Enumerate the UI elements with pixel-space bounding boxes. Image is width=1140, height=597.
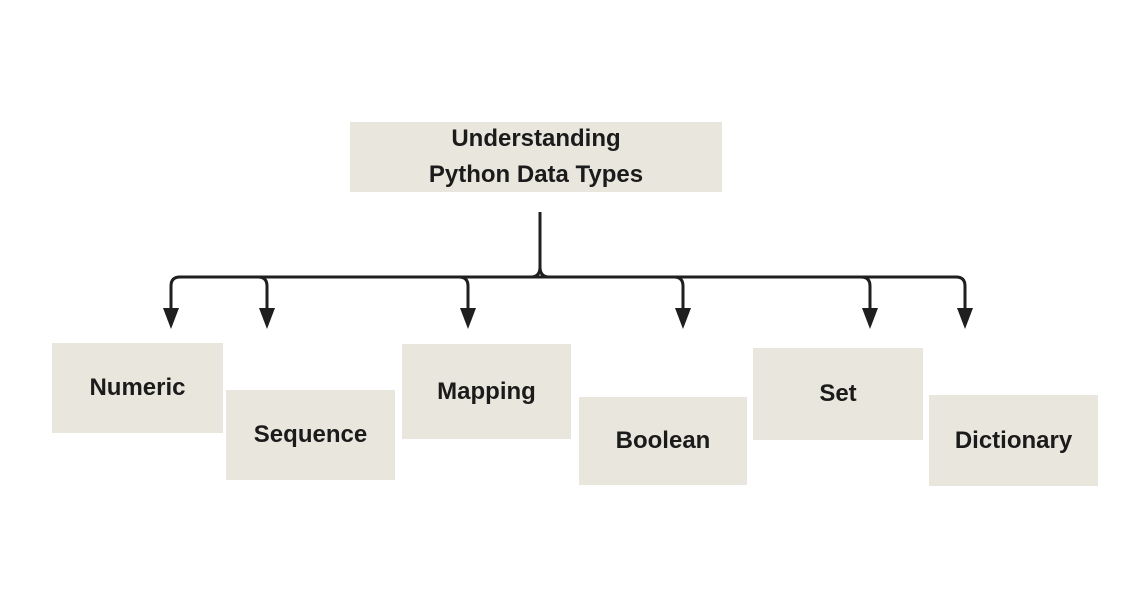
- connector-branch-5: [860, 275, 872, 313]
- node-dictionary: Dictionary: [929, 395, 1098, 486]
- connector-stem: [530, 212, 550, 279]
- arrowhead-4: [675, 308, 691, 329]
- arrowhead-1: [163, 308, 179, 329]
- connector-branch-4: [673, 275, 685, 313]
- node-boolean: Boolean: [579, 397, 747, 485]
- connector-rail: [169, 275, 967, 313]
- arrowhead-2: [259, 308, 275, 329]
- connector-branch-2: [257, 275, 269, 313]
- title-line-2: Python Data Types: [428, 161, 644, 188]
- connector-branch-3: [458, 275, 470, 313]
- node-set: Set: [753, 348, 923, 440]
- title-line-1: Understanding: [451, 125, 621, 152]
- node-label: Dictionary: [954, 426, 1073, 454]
- arrowhead-6: [957, 308, 973, 329]
- node-label: Numeric: [89, 374, 186, 401]
- node-label: Boolean: [615, 427, 711, 454]
- node-label: Mapping: [437, 377, 536, 405]
- node-mapping: Mapping: [402, 344, 571, 439]
- node-sequence: Sequence: [226, 390, 395, 480]
- arrowhead-3: [460, 308, 476, 329]
- node-label: Sequence: [253, 421, 368, 448]
- arrowhead-5: [862, 308, 878, 329]
- node-numeric: Numeric: [52, 343, 223, 433]
- title-box: Understanding Python Data Types: [350, 122, 722, 192]
- node-label: Set: [819, 380, 857, 407]
